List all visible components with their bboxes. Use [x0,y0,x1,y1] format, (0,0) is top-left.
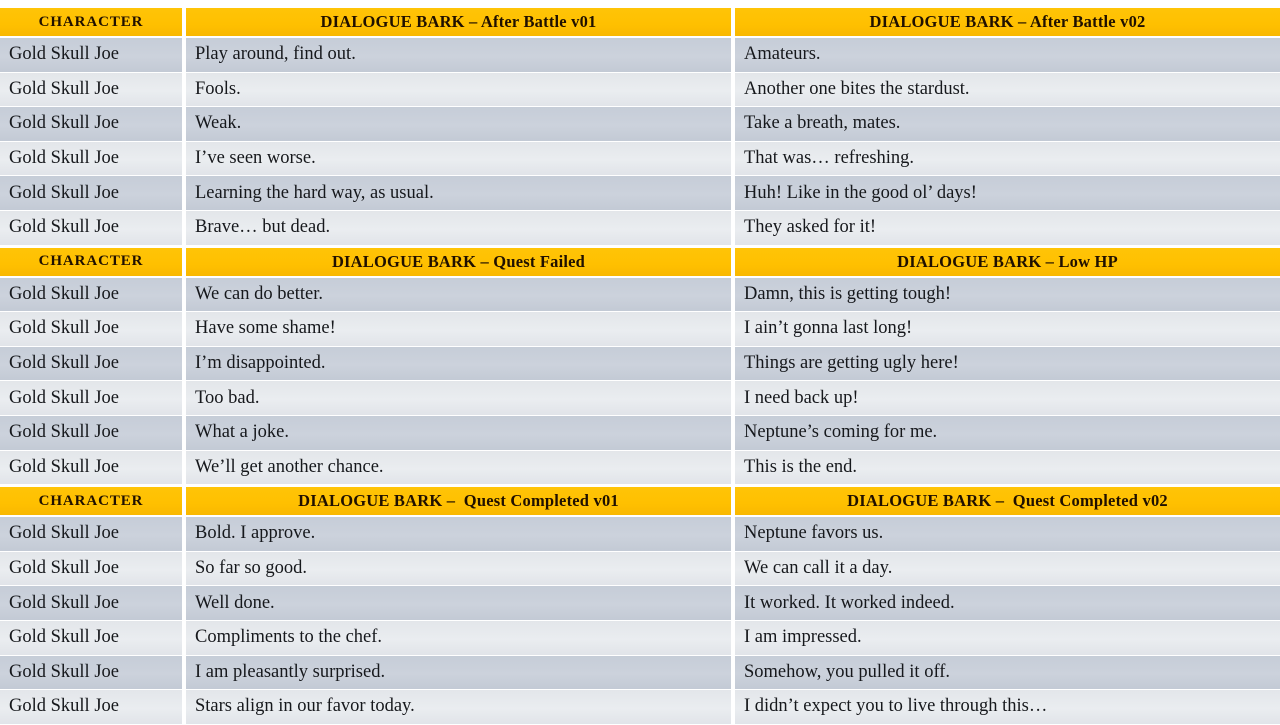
cell-bark-v01: Well done. [186,586,735,621]
cell-bark-v02: It worked. It worked indeed. [735,586,1280,621]
cell-bark-v02: Amateurs. [735,38,1280,73]
header-cell-dialogue-bark-1: DIALOGUE BARK – Quest Completed v01 [186,485,735,518]
cell-bark-v01: We’ll get another chance. [186,450,735,486]
cell-bark-v02: Another one bites the stardust. [735,72,1280,108]
cell-character: Gold Skull Joe [0,107,186,142]
cell-bark-v02: I need back up! [735,381,1280,416]
cell-character: Gold Skull Joe [0,141,186,177]
cell-character: Gold Skull Joe [0,38,186,73]
cell-bark-v01: Play around, find out. [186,38,735,73]
cell-character: Gold Skull Joe [0,277,186,313]
cell-bark-v01: I’ve seen worse. [186,141,735,177]
cell-bark-v01: Weak. [186,107,735,142]
header-cell-character: CHARACTER [0,6,186,38]
cell-bark-v02: Neptune favors us. [735,517,1280,552]
cell-character: Gold Skull Joe [0,210,186,246]
cell-character: Gold Skull Joe [0,517,186,552]
cell-character: Gold Skull Joe [0,450,186,486]
cell-bark-v02: Huh! Like in the good ol’ days! [735,176,1280,211]
cell-character: Gold Skull Joe [0,690,186,725]
cell-character: Gold Skull Joe [0,72,186,108]
cell-bark-v01: Learning the hard way, as usual. [186,176,735,211]
cell-bark-v02: Take a breath, mates. [735,107,1280,142]
cell-bark-v02: Damn, this is getting tough! [735,277,1280,313]
cell-character: Gold Skull Joe [0,312,186,347]
cell-bark-v02: That was… refreshing. [735,141,1280,177]
cell-bark-v01: I am pleasantly surprised. [186,655,735,691]
cell-bark-v02: Somehow, you pulled it off. [735,655,1280,691]
cell-character: Gold Skull Joe [0,620,186,656]
cell-character: Gold Skull Joe [0,381,186,416]
cell-bark-v02: I am impressed. [735,620,1280,656]
header-cell-dialogue-bark-1: DIALOGUE BARK – Quest Failed [186,245,735,278]
cell-character: Gold Skull Joe [0,586,186,621]
header-cell-character: CHARACTER [0,245,186,278]
cell-bark-v02: I didn’t expect you to live through this… [735,690,1280,725]
cell-character: Gold Skull Joe [0,346,186,382]
cell-bark-v01: Fools. [186,72,735,108]
cell-bark-v01: I’m disappointed. [186,346,735,382]
header-cell-dialogue-bark-2: DIALOGUE BARK – Low HP [735,245,1280,278]
cell-bark-v01: Bold. I approve. [186,517,735,552]
cell-bark-v02: Things are getting ugly here! [735,346,1280,382]
cell-bark-v01: Stars align in our favor today. [186,690,735,725]
cell-character: Gold Skull Joe [0,415,186,451]
cell-character: Gold Skull Joe [0,551,186,587]
cell-bark-v02: We can call it a day. [735,551,1280,587]
header-cell-dialogue-bark-2: DIALOGUE BARK – Quest Completed v02 [735,485,1280,518]
cell-bark-v01: Brave… but dead. [186,210,735,246]
cell-character: Gold Skull Joe [0,176,186,211]
cell-bark-v02: This is the end. [735,450,1280,486]
cell-bark-v01: What a joke. [186,415,735,451]
cell-character: Gold Skull Joe [0,655,186,691]
header-cell-dialogue-bark-2: DIALOGUE BARK – After Battle v02 [735,6,1280,38]
cell-bark-v02: They asked for it! [735,210,1280,246]
header-cell-dialogue-bark-1: DIALOGUE BARK – After Battle v01 [186,6,735,38]
cell-bark-v01: So far so good. [186,551,735,587]
cell-bark-v01: We can do better. [186,277,735,313]
cell-bark-v01: Compliments to the chef. [186,620,735,656]
cell-bark-v02: I ain’t gonna last long! [735,312,1280,347]
cell-bark-v02: Neptune’s coming for me. [735,415,1280,451]
cell-bark-v01: Too bad. [186,381,735,416]
header-cell-character: CHARACTER [0,485,186,518]
cell-bark-v01: Have some shame! [186,312,735,347]
